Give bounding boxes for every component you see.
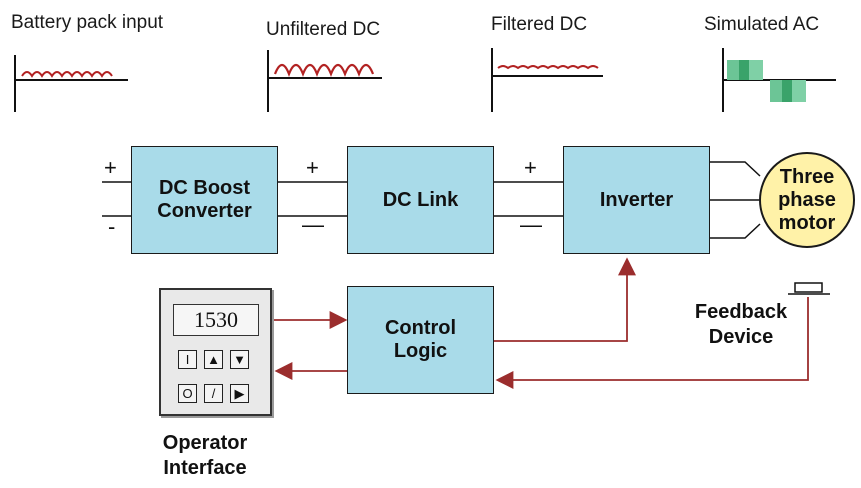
operator-display: 1530 xyxy=(173,304,259,336)
start-key-icon[interactable]: I xyxy=(178,350,197,369)
unfiltered-dc-label: Unfiltered DC xyxy=(266,19,381,40)
direction-key-icon[interactable]: / xyxy=(204,384,223,403)
unfiltered-dc-waveform-icon xyxy=(267,50,382,112)
input-plus-sign: + xyxy=(104,155,117,180)
inverter-label: Inverter xyxy=(599,188,674,211)
filtered-dc-label: Filtered DC xyxy=(491,14,588,35)
battery-waveform-icon xyxy=(14,55,128,112)
dc-boost-converter-label: DC Boost Converter xyxy=(157,177,252,222)
input-minus-sign: - xyxy=(108,214,116,239)
down-arrow-key-icon[interactable]: ▼ xyxy=(230,350,249,369)
motor-label: Three phase motor xyxy=(778,165,836,234)
link-minus-sign: — xyxy=(520,212,542,237)
dc-link-label: DC Link xyxy=(382,188,459,211)
control-logic-label: Control Logic xyxy=(384,317,457,362)
link-plus-sign: + xyxy=(524,155,537,180)
boost-plus-sign: + xyxy=(306,155,319,180)
stop-key-icon[interactable]: O xyxy=(178,384,197,403)
dc-boost-converter-block: DC Boost Converter xyxy=(131,146,278,254)
boost-minus-sign: — xyxy=(302,212,324,237)
three-phase-motor: Three phase motor xyxy=(759,152,855,248)
control-logic-block: Control Logic xyxy=(347,286,494,394)
inverter-block: Inverter xyxy=(563,146,710,254)
battery-input-label: Battery pack input xyxy=(11,12,164,33)
simulated-ac-waveform-icon xyxy=(722,48,836,112)
simulated-ac-label: Simulated AC xyxy=(704,14,820,35)
up-arrow-key-icon[interactable]: ▲ xyxy=(204,350,223,369)
operator-interface-label: Operator Interface xyxy=(162,432,248,479)
feedback-device-label: Feedback Device xyxy=(694,301,788,348)
dc-link-block: DC Link xyxy=(347,146,494,254)
play-key-icon[interactable]: ▶ xyxy=(230,384,249,403)
filtered-dc-waveform-icon xyxy=(491,48,603,112)
operator-interface-panel: 1530 I ▲ ▼ O / ▶ xyxy=(159,288,272,416)
